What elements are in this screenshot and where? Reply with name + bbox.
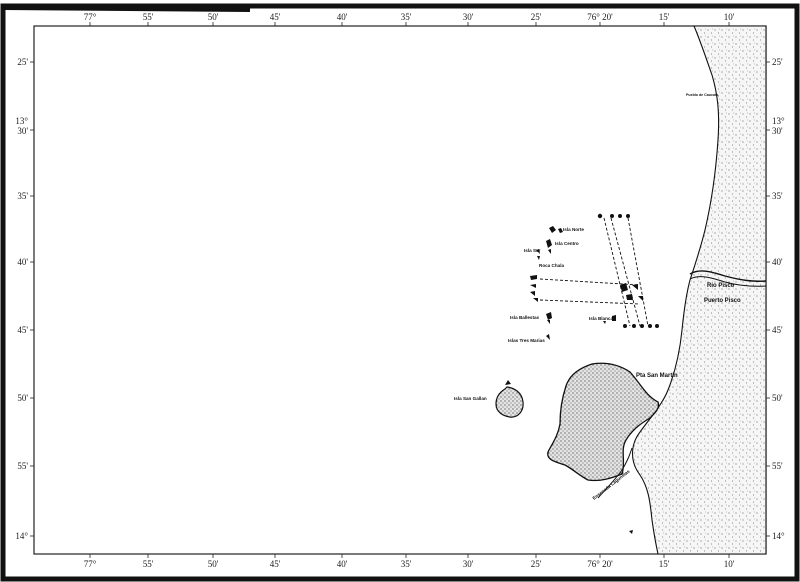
- top-tick-label: 76° 20': [587, 12, 613, 22]
- survey-lines: [539, 217, 649, 327]
- small-islands: [530, 213, 659, 534]
- mainland: [631, 25, 767, 555]
- bottom-tick-label: 76° 20': [587, 559, 613, 569]
- top-tick-label: 35': [401, 12, 412, 22]
- bottom-tick-label: 25': [531, 559, 542, 569]
- tick-marks: [30, 22, 770, 558]
- lagunillas-shore: [597, 447, 633, 499]
- bottom-tick-label: 77°: [84, 559, 97, 569]
- label-pta-san-martin: Pta San Martin: [636, 373, 678, 379]
- label-isla-centro: Isla Centro: [555, 241, 579, 246]
- top-tick-label: 30': [463, 12, 474, 22]
- left-tick-label: 50': [17, 393, 28, 403]
- bottom-tick-label: 40': [337, 559, 348, 569]
- bottom-tick-label: 30': [463, 559, 474, 569]
- isla-san-gallan-tip: [505, 380, 511, 385]
- right-degree-label: 13°: [772, 116, 785, 126]
- isla-san-gallan: [495, 386, 524, 418]
- label-roca-chala: Roca Chala: [539, 263, 564, 268]
- top-tick-label: 50': [208, 12, 219, 22]
- top-tick-label: 15': [659, 12, 670, 22]
- left-tick-label: 40': [17, 257, 28, 267]
- right-tick-label: 14°: [772, 531, 785, 541]
- left-tick-label: 35': [17, 191, 28, 201]
- paracas-peninsula: [547, 362, 660, 482]
- rio-pisco-bank: [689, 276, 767, 287]
- bottom-axis-labels: 77° 55' 50' 45' 40' 35' 30' 25' 76° 20' …: [84, 559, 735, 569]
- label-rio-pisco: Rio Pisco: [707, 283, 735, 289]
- rio-pisco-river: [689, 270, 767, 282]
- label-isla-norte: Isla Norte: [563, 227, 584, 232]
- top-scan-bar: [2, 4, 251, 12]
- left-tick-label: 30': [17, 126, 28, 136]
- top-tick-label: 55': [143, 12, 154, 22]
- right-tick-label: 25': [772, 57, 783, 67]
- label-islas-tres-marias: Islas Tres Marias: [508, 338, 545, 343]
- left-tick-label: 14°: [15, 531, 28, 541]
- top-tick-label: 25': [531, 12, 542, 22]
- left-tick-label: 45': [17, 325, 28, 335]
- left-tick-label: 25': [17, 57, 28, 67]
- top-tick-label: 45': [270, 12, 281, 22]
- bottom-tick-label: 15': [659, 559, 670, 569]
- left-tick-label: 55': [17, 461, 28, 471]
- label-puerto-pisco: Puerto Pisco: [704, 298, 741, 304]
- bottom-tick-label: 35': [401, 559, 412, 569]
- right-tick-label: 30': [772, 126, 783, 136]
- left-axis-labels: 25' 13° 30' 35' 40' 45' 50' 55' 14°: [15, 57, 28, 541]
- label-town-top: Pueblo de Caucato: [686, 93, 719, 97]
- right-tick-label: 40': [772, 257, 783, 267]
- label-isla-blanca: Isla Blanca: [589, 316, 613, 321]
- top-tick-label: 40': [337, 12, 348, 22]
- bottom-tick-label: 55': [143, 559, 154, 569]
- bottom-tick-label: 45': [270, 559, 281, 569]
- bottom-tick-label: 50': [208, 559, 219, 569]
- label-isla-ballestas: Isla Ballestas: [510, 315, 540, 320]
- right-tick-label: 45': [772, 325, 783, 335]
- right-tick-label: 35': [772, 191, 783, 201]
- outer-frame: [0, 3, 800, 582]
- right-tick-label: 55': [772, 461, 783, 471]
- label-isla-san-gallan: Isla San Gallan: [454, 396, 487, 401]
- right-axis-labels: 25' 13° 30' 35' 40' 45' 50' 55' 14°: [772, 57, 785, 541]
- top-tick-label: 77°: [84, 12, 97, 22]
- left-degree-label: 13°: [15, 116, 28, 126]
- bottom-tick-label: 10': [724, 559, 735, 569]
- top-axis-labels: 77° 55' 50' 45' 40' 35' 30' 25' 76° 20' …: [84, 12, 735, 22]
- label-isla-sur: Isla Sur: [524, 248, 541, 253]
- top-tick-label: 10': [724, 12, 735, 22]
- right-tick-label: 50': [772, 393, 783, 403]
